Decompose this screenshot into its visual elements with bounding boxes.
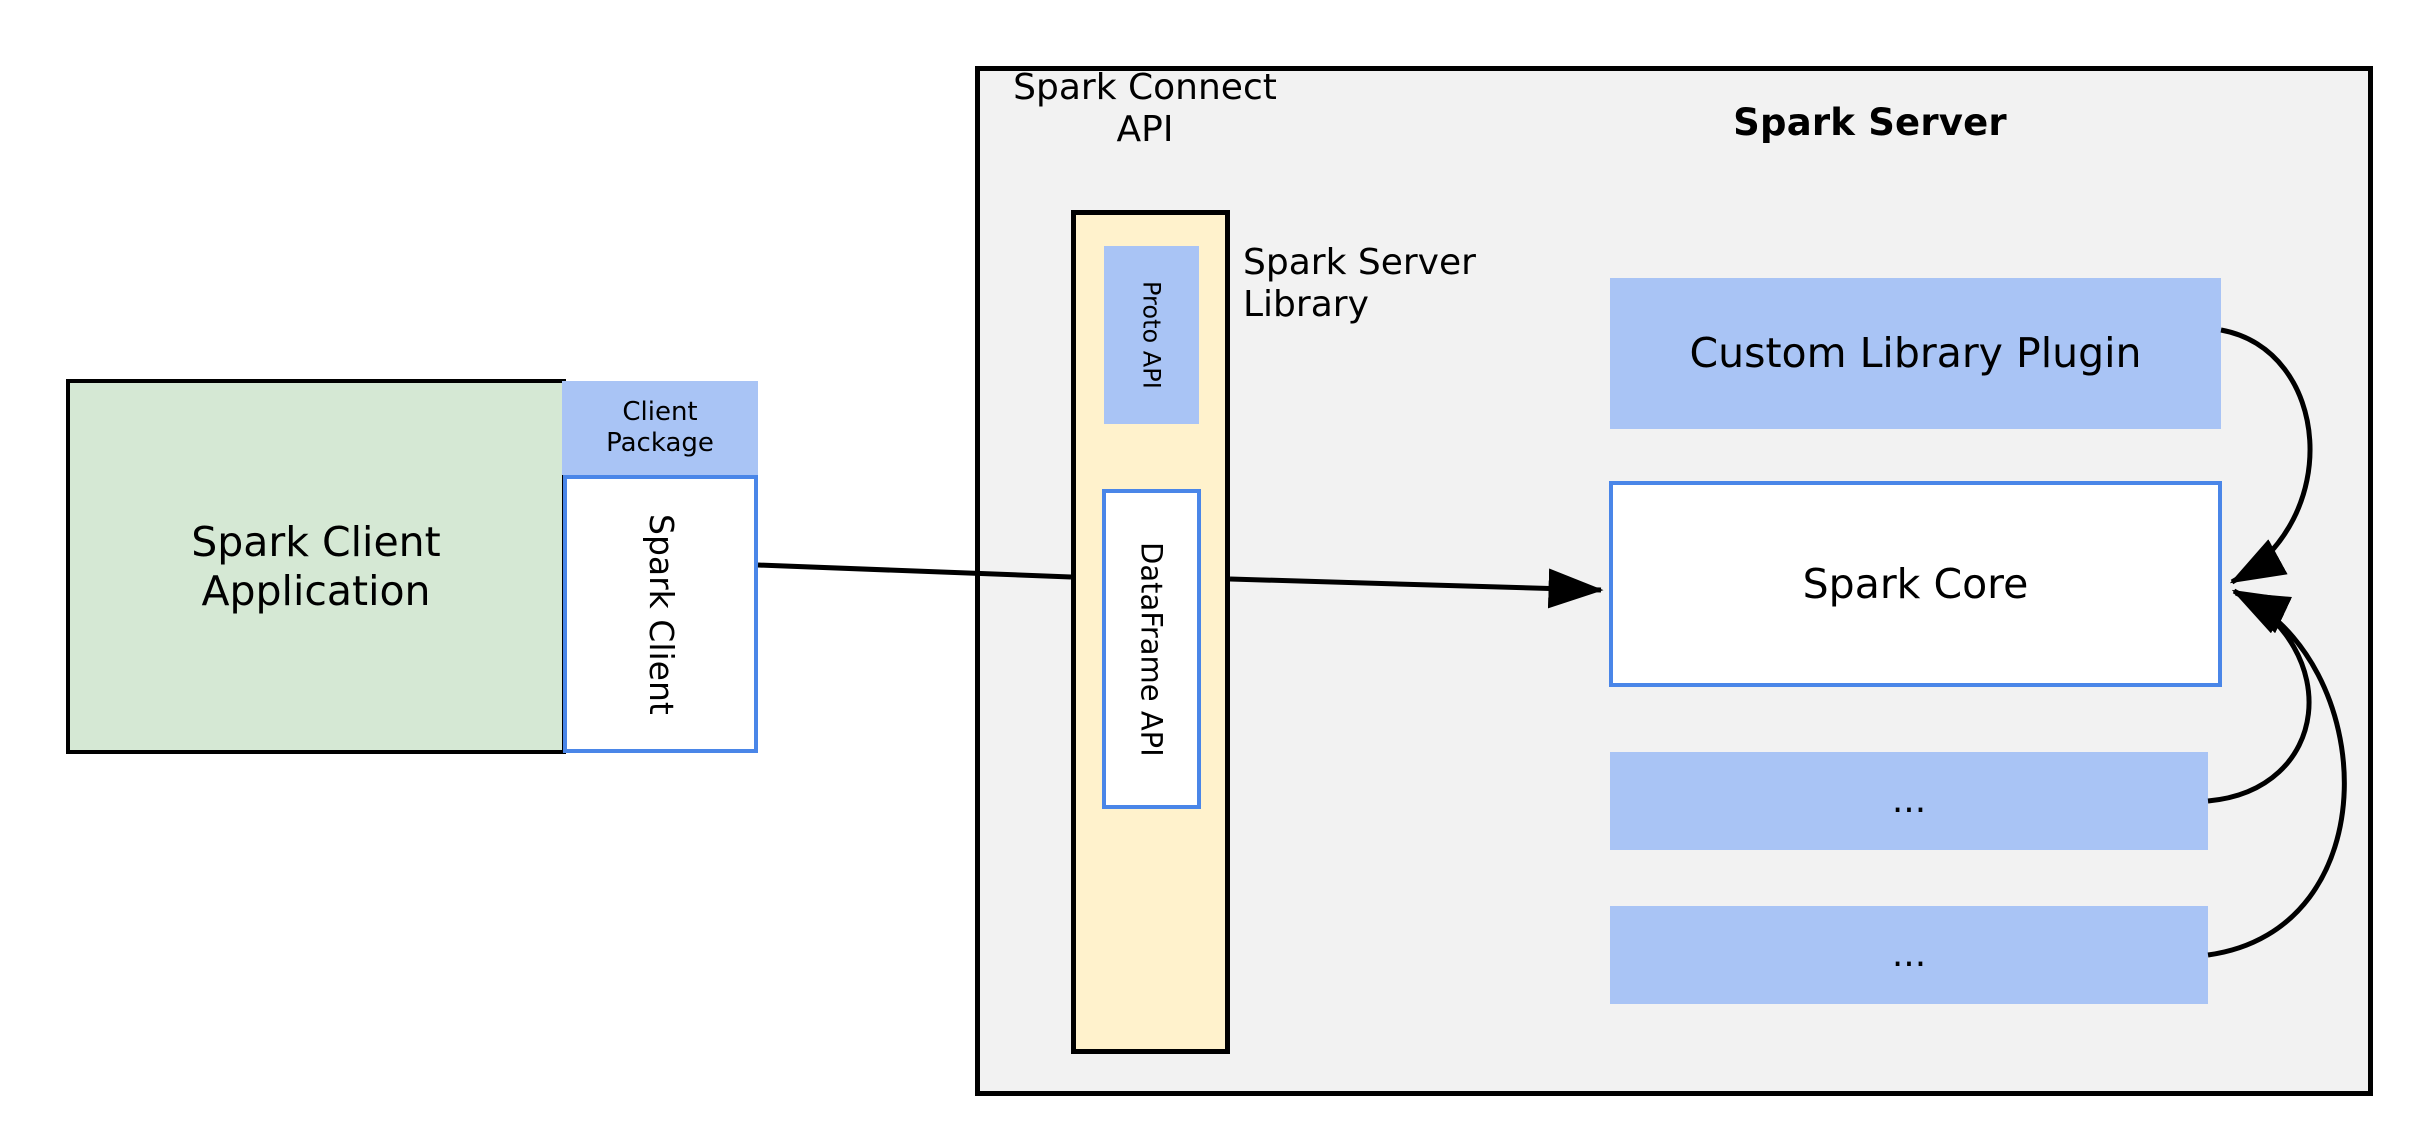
dataframe-api-label: DataFrame API <box>1134 541 1169 757</box>
ellipsis-box-2[interactable]: ... <box>1610 906 2208 1004</box>
custom-library-plugin-label: Custom Library Plugin <box>1689 329 2142 378</box>
spark-client-label: Spark Client <box>641 513 681 715</box>
spark-client-application-box[interactable]: Spark Client Application <box>66 379 566 754</box>
spark-connect-api-label: Spark Connect API <box>1000 64 1290 154</box>
ellipsis-label-2: ... <box>1891 933 1927 975</box>
spark-server-title: Spark Server <box>1733 101 2007 145</box>
spark-core-label: Spark Core <box>1802 559 2029 608</box>
custom-library-plugin-box[interactable]: Custom Library Plugin <box>1610 278 2221 429</box>
spark-server-library-label: Spark Server Library <box>1243 242 1543 332</box>
spark-connect-api-label-line1: Spark Connect <box>1013 66 1277 108</box>
proto-api-box[interactable]: Proto API <box>1104 246 1199 424</box>
spark-client-application-label-line1: Spark Client <box>191 518 441 567</box>
spark-connect-api-label-line2: API <box>1116 109 1174 150</box>
client-package-box[interactable]: Client Package <box>562 381 758 475</box>
ellipsis-box-1[interactable]: ... <box>1610 752 2208 850</box>
spark-server-library-label-line1: Spark Server <box>1243 242 1476 283</box>
client-package-label-line1: Client <box>622 397 698 428</box>
ellipsis-label-1: ... <box>1891 779 1927 821</box>
dataframe-api-box[interactable]: DataFrame API <box>1102 489 1201 809</box>
client-package-label-line2: Package <box>606 428 714 458</box>
spark-client-application-label-line2: Application <box>201 566 431 615</box>
spark-core-box[interactable]: Spark Core <box>1609 481 2222 687</box>
proto-api-label: Proto API <box>1137 281 1166 389</box>
spark-server-library-label-line2: Library <box>1243 284 1369 326</box>
spark-client-box[interactable]: Spark Client <box>563 475 758 753</box>
